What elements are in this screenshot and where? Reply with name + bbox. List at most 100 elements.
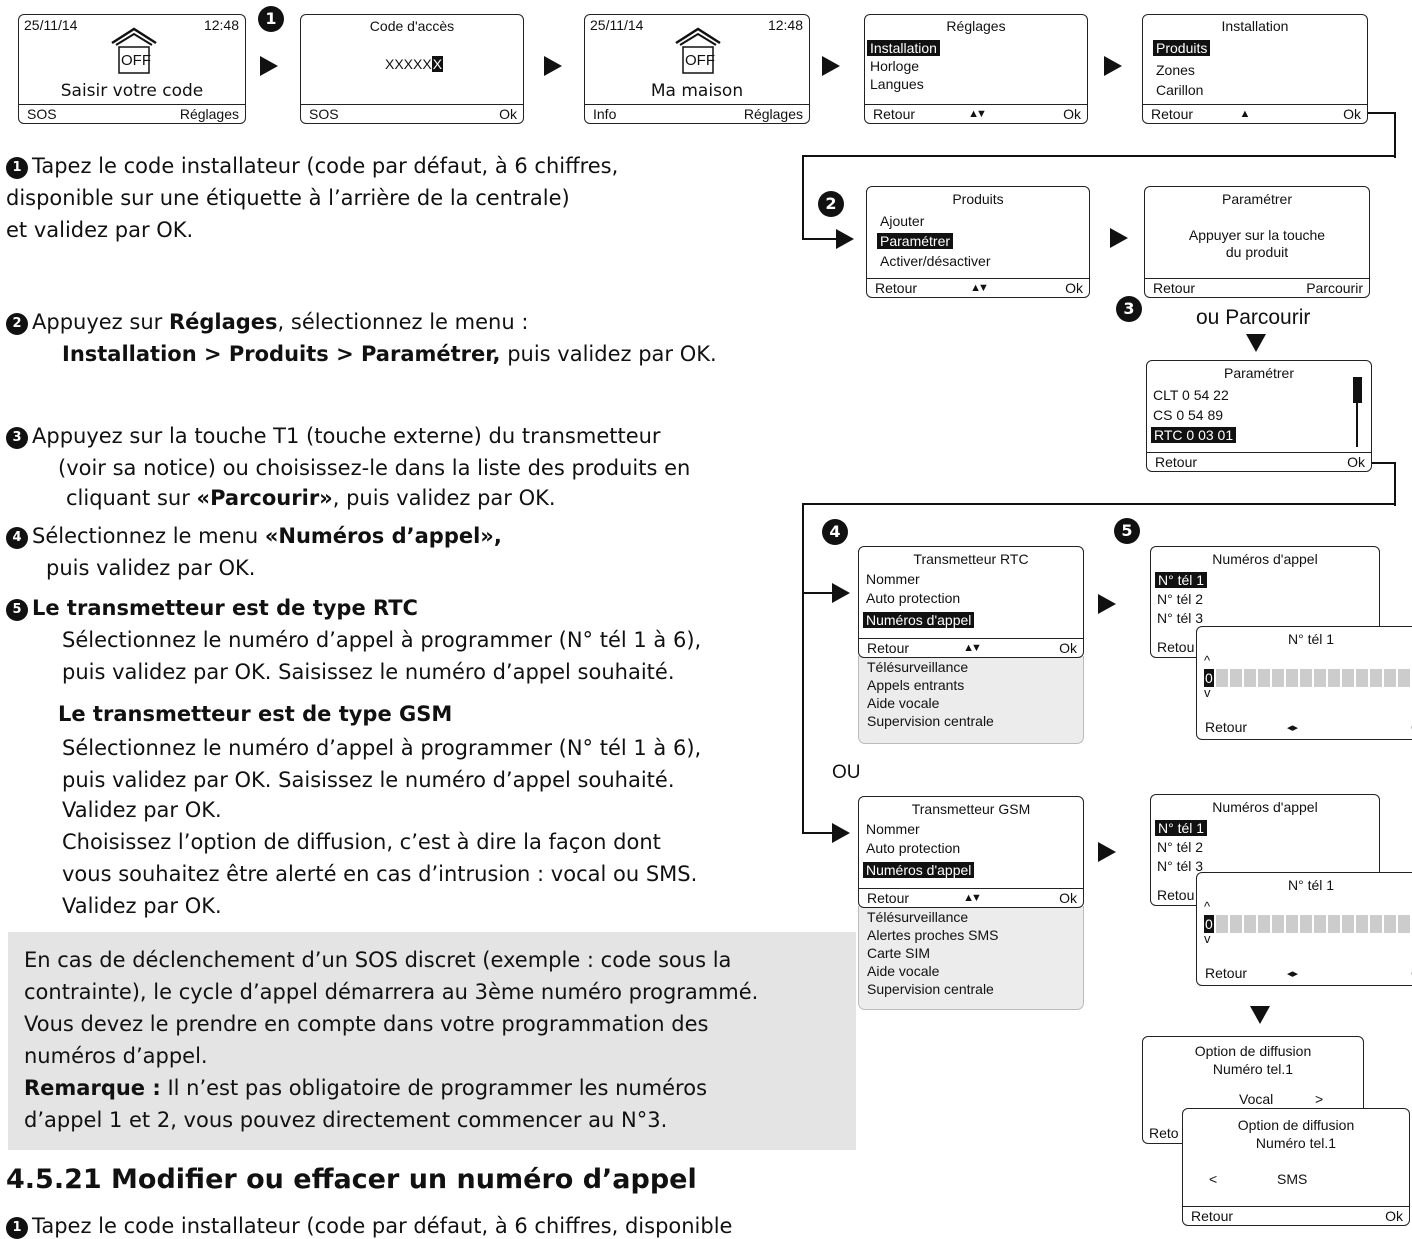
- menu-item[interactable]: Appels entrants: [867, 677, 965, 693]
- menu-item-activer[interactable]: Activer/désactiver: [880, 253, 991, 269]
- note-text: numéros d’appel.: [24, 1044, 208, 1068]
- code-input[interactable]: XXXXX: [385, 56, 432, 72]
- step-badge-4: 4: [822, 519, 848, 545]
- menu-item[interactable]: Alertes proches SMS: [867, 927, 999, 943]
- tel-item-selected[interactable]: N° tél 1: [1155, 572, 1208, 588]
- up-caret-icon[interactable]: ^: [1204, 899, 1211, 914]
- parcourir-softkey[interactable]: Parcourir: [1306, 280, 1363, 296]
- house-icon: [675, 27, 721, 74]
- more-menu-items: Télésurveillance Appels entrants Aide vo…: [858, 656, 1084, 744]
- arrow-right-icon: [836, 229, 854, 249]
- menu-item-installation[interactable]: Installation: [867, 40, 940, 56]
- tel-item-selected[interactable]: N° tél 1: [1155, 820, 1208, 836]
- digit-entry[interactable]: 0: [1204, 915, 1412, 935]
- tel-item[interactable]: N° tél 2: [1157, 839, 1204, 855]
- ok-softkey[interactable]: Ok: [1059, 890, 1077, 906]
- info-softkey[interactable]: Info: [593, 106, 617, 122]
- ok-softkey[interactable]: Ok: [1063, 106, 1081, 122]
- retour-softkey[interactable]: Retour: [873, 106, 916, 122]
- ok-softkey[interactable]: Ok: [1347, 454, 1365, 470]
- menu-item-zones[interactable]: Zones: [1156, 62, 1195, 78]
- product-item-selected[interactable]: RTC 0 03 01: [1151, 427, 1237, 443]
- sos-softkey[interactable]: SOS: [309, 106, 339, 122]
- retour-softkey[interactable]: Retour: [1205, 965, 1248, 981]
- down-caret-icon[interactable]: v: [1204, 685, 1211, 700]
- ok-softkey[interactable]: Ok: [1385, 1208, 1403, 1224]
- retour-softkey[interactable]: Retour: [1155, 454, 1198, 470]
- transmetteur-gsm-screen: Transmetteur GSM Nommer Auto protection …: [858, 796, 1084, 908]
- menu-item-numeros[interactable]: Numéros d'appel: [863, 612, 975, 628]
- up-down-icon[interactable]: ▲▼: [963, 892, 982, 904]
- menu-item-parametrer[interactable]: Paramétrer: [877, 233, 954, 249]
- menu-item-auto-protection[interactable]: Auto protection: [866, 590, 961, 606]
- sos-softkey[interactable]: SOS: [27, 106, 57, 122]
- tel-item[interactable]: N° tél 3: [1157, 610, 1204, 626]
- menu-item[interactable]: Supervision centrale: [867, 981, 994, 997]
- screen-title: Code d'accès: [369, 18, 455, 34]
- menu-item-langues[interactable]: Langues: [870, 76, 924, 92]
- retour-softkey[interactable]: Retour: [867, 890, 910, 906]
- step1-text: et validez par OK.: [6, 218, 194, 242]
- menu-item-nommer[interactable]: Nommer: [866, 571, 920, 587]
- up-arrow-icon[interactable]: ▲: [1239, 108, 1251, 120]
- menu-item[interactable]: Aide vocale: [867, 695, 940, 711]
- alarm-state: OFF: [121, 52, 151, 69]
- up-down-icon[interactable]: ▲▼: [968, 108, 987, 120]
- option-value[interactable]: Vocal: [1239, 1091, 1274, 1107]
- retour-softkey[interactable]: Retour: [875, 280, 918, 296]
- parametrer-screen: Paramétrer Appuyer sur la touche du prod…: [1144, 186, 1370, 298]
- menu-item[interactable]: Télésurveillance: [867, 909, 969, 925]
- menu-item-carillon[interactable]: Carillon: [1156, 82, 1204, 98]
- retour-softkey[interactable]: Retour: [1151, 106, 1194, 122]
- up-caret-icon[interactable]: ^: [1204, 653, 1211, 668]
- ou-parcourir-label: ou Parcourir: [1196, 306, 1311, 329]
- menu-item-numeros[interactable]: Numéros d'appel: [863, 862, 975, 878]
- menu-item-auto-protection[interactable]: Auto protection: [866, 840, 961, 856]
- arrow-right-icon: [832, 583, 850, 603]
- retour-softkey[interactable]: Retour: [867, 640, 910, 656]
- down-caret-icon[interactable]: v: [1204, 931, 1211, 946]
- up-down-icon[interactable]: ▲▼: [963, 642, 982, 654]
- step-badge-2: 2: [818, 191, 844, 217]
- reglages-softkey[interactable]: Réglages: [743, 106, 803, 122]
- next-option-icon[interactable]: >: [1315, 1091, 1324, 1107]
- screen-title: Installation: [1221, 18, 1289, 34]
- transmetteur-rtc-screen: Transmetteur RTC Nommer Auto protection …: [858, 546, 1084, 658]
- prev-option-icon[interactable]: <: [1209, 1171, 1218, 1187]
- up-down-icon[interactable]: ▲▼: [970, 282, 989, 294]
- ok-softkey[interactable]: Ok: [1065, 280, 1083, 296]
- left-right-icon[interactable]: ◂▸: [1287, 968, 1299, 980]
- retour-softkey[interactable]: Retour: [1153, 280, 1196, 296]
- product-item[interactable]: CS 0 54 89: [1153, 407, 1224, 423]
- retour-softkey[interactable]: Retour: [1205, 719, 1248, 735]
- menu-item-nommer[interactable]: Nommer: [866, 821, 920, 837]
- menu-item[interactable]: Télésurveillance: [867, 659, 969, 675]
- ok-softkey[interactable]: Ok: [1343, 106, 1361, 122]
- product-item[interactable]: CLT 0 54 22: [1153, 387, 1229, 403]
- left-right-icon[interactable]: ◂▸: [1287, 722, 1299, 734]
- note-text: contrainte), le cycle d’appel démarrera …: [24, 980, 759, 1004]
- screen-title: Produits: [952, 191, 1004, 207]
- tel-item[interactable]: N° tél 3: [1157, 858, 1204, 874]
- retour-softkey[interactable]: Reto: [1149, 1125, 1179, 1141]
- menu-item-horloge[interactable]: Horloge: [870, 58, 920, 74]
- step-badge-5: 5: [1114, 518, 1140, 544]
- ok-softkey[interactable]: Ok: [1059, 640, 1077, 656]
- ok-softkey[interactable]: Ok: [499, 106, 517, 122]
- step-badge-4: 4: [6, 527, 28, 549]
- menu-item[interactable]: Carte SIM: [867, 945, 931, 961]
- retour-softkey[interactable]: Retou: [1157, 887, 1195, 903]
- menu-item-produits[interactable]: Produits: [1153, 40, 1211, 56]
- menu-item[interactable]: Aide vocale: [867, 963, 940, 979]
- menu-item-ajouter[interactable]: Ajouter: [880, 213, 925, 229]
- step1-text: Tapez le code installateur (code par déf…: [32, 154, 619, 178]
- menu-item[interactable]: Supervision centrale: [867, 713, 994, 729]
- option-value[interactable]: SMS: [1277, 1171, 1308, 1187]
- scrollbar[interactable]: [1353, 377, 1362, 447]
- reglages-softkey[interactable]: Réglages: [179, 106, 239, 122]
- retour-softkey[interactable]: Retou: [1157, 639, 1195, 655]
- retour-softkey[interactable]: Retour: [1191, 1208, 1234, 1224]
- digit-entry[interactable]: 0: [1204, 669, 1412, 689]
- tel-item[interactable]: N° tél 2: [1157, 591, 1204, 607]
